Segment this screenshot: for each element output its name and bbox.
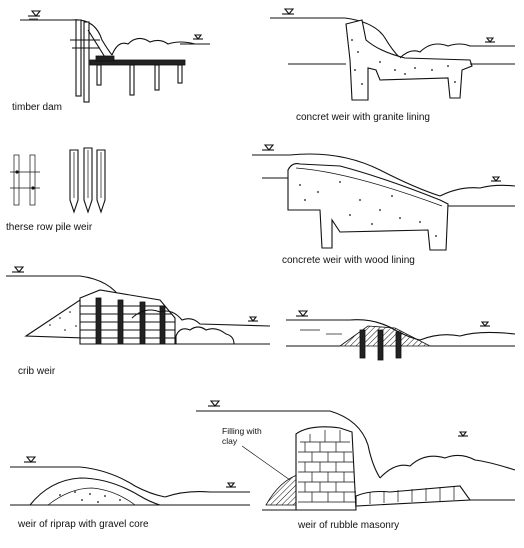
water-level-icon: [485, 37, 495, 43]
water-level-icon: [193, 34, 203, 40]
water-level-icon: [458, 431, 468, 437]
caption-concrete-granite-weir: concret weir with granite lining: [296, 112, 430, 123]
water-level-icon: [491, 176, 501, 182]
crib-weir-diagram: crib weir: [6, 266, 271, 377]
rubble-masonry-weir-diagram: Filling with clay weir of rubble masonry: [196, 400, 516, 531]
water-level-icon: [282, 8, 295, 15]
caption-crib-weir: crib weir: [18, 366, 56, 377]
water-level-icon: [208, 400, 221, 407]
water-level-icon: [12, 266, 25, 273]
annotation-filling-line1: Filling with: [222, 426, 262, 436]
water-level-icon: [480, 321, 490, 327]
annotation-filling-line2: clay: [222, 436, 238, 446]
three-row-pile-weir-diagram: therse row pile weir: [6, 147, 106, 233]
annotation-leader-line: [241, 445, 291, 481]
water-level-icon: [296, 310, 309, 317]
caption-three-row-pile-weir: therse row pile weir: [6, 222, 93, 233]
caption-riprap-weir: weir of riprap with gravel core: [17, 519, 149, 530]
caption-concrete-wood-weir: concrete weir with wood lining: [282, 255, 415, 266]
water-level-icon: [28, 10, 42, 20]
concrete-granite-weir-diagram: concret weir with granite lining: [270, 8, 515, 123]
water-level-icon: [248, 316, 258, 322]
caption-timber-dam: timber dam: [12, 102, 62, 113]
pile-apron-weir-diagram: [286, 310, 516, 361]
timber-dam-diagram: timber dam: [12, 10, 210, 113]
water-level-icon: [24, 456, 37, 463]
concrete-wood-weir-diagram: concrete weir with wood lining: [252, 144, 516, 266]
water-level-icon: [226, 482, 236, 488]
caption-rubble-masonry-weir: weir of rubble masonry: [297, 520, 399, 531]
riprap-weir-diagram: weir of riprap with gravel core: [10, 456, 250, 530]
water-level-icon: [262, 144, 275, 151]
